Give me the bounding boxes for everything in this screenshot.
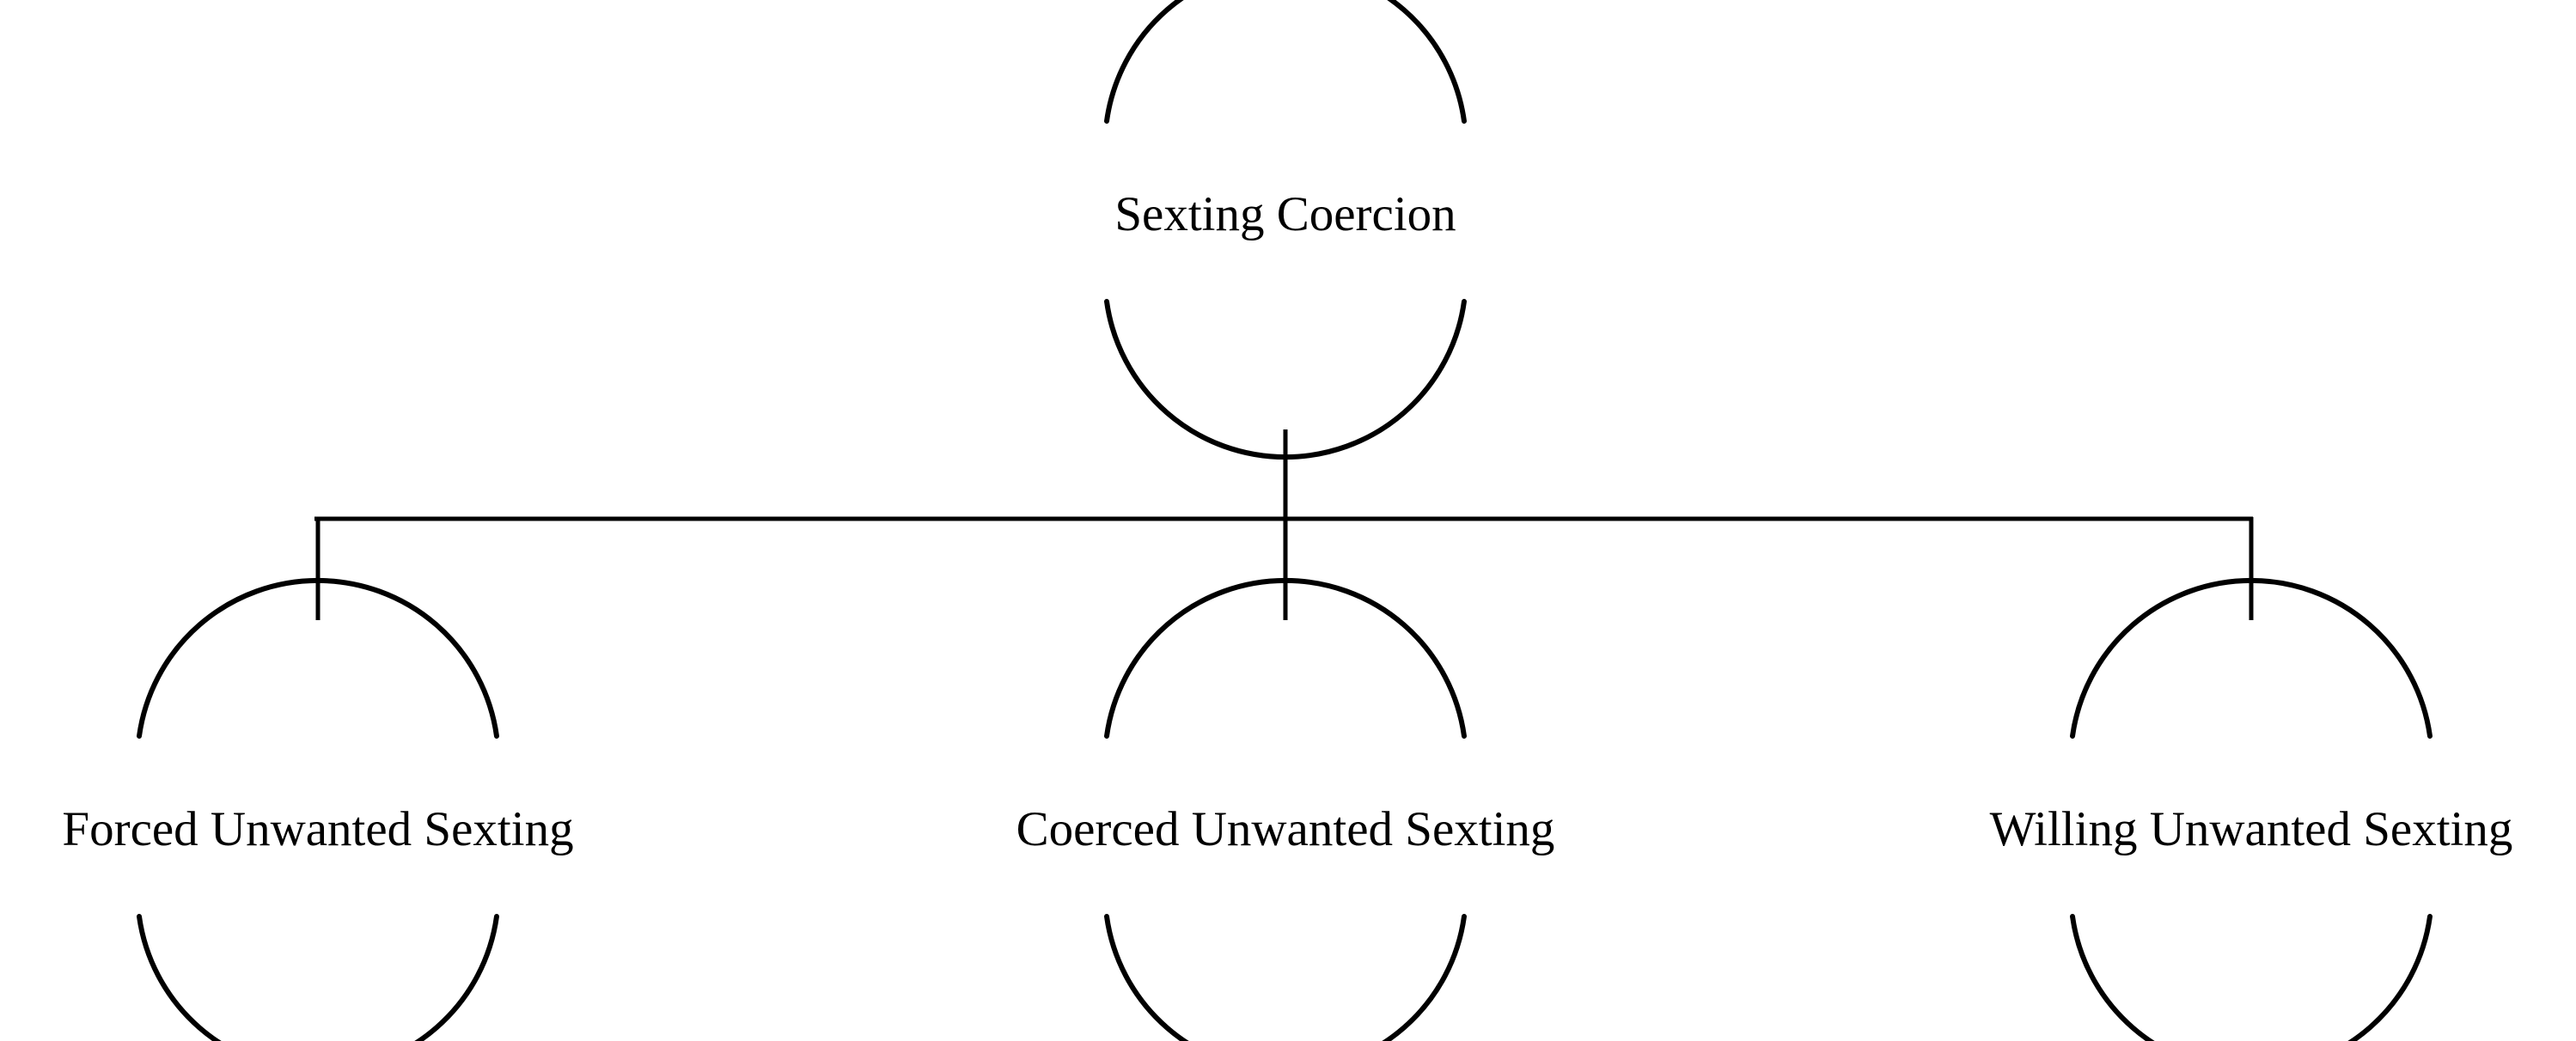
node-arc-top <box>137 577 499 739</box>
node-sexting-coercion[interactable]: Sexting Coercion <box>1104 0 1467 460</box>
node-label-root: Sexting Coercion <box>1114 187 1456 241</box>
node-forced-unwanted-sexting[interactable]: Forced Unwanted Sexting <box>62 577 574 1041</box>
node-arc-top <box>1104 577 1467 739</box>
node-coerced-unwanted-sexting[interactable]: Coerced Unwanted Sexting <box>1016 577 1555 1041</box>
node-arc-bottom <box>1104 299 1467 460</box>
node-arc-top <box>2070 577 2433 739</box>
node-willing-unwanted-sexting[interactable]: Willing Unwanted Sexting <box>1990 577 2513 1041</box>
node-arc-bottom <box>137 914 499 1041</box>
node-label-child-1: Forced Unwanted Sexting <box>62 802 573 856</box>
node-arc-bottom <box>1104 914 1467 1041</box>
node-arc-bottom <box>2070 914 2433 1041</box>
node-label-child-3: Willing Unwanted Sexting <box>1990 802 2513 856</box>
node-arc-top <box>1104 0 1467 124</box>
node-label-child-2: Coerced Unwanted Sexting <box>1016 802 1555 856</box>
connector-group <box>314 429 2254 620</box>
